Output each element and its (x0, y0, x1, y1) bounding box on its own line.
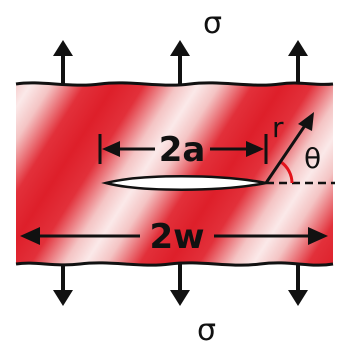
plate (15, 81, 334, 267)
stress-arrow-up-center (170, 40, 190, 84)
stress-arrow-up-left (53, 40, 73, 84)
width-dimension: 2w (20, 217, 328, 257)
stress-arrow-down-right (288, 264, 308, 306)
width-label: 2w (149, 217, 204, 257)
plate-top-edge (15, 81, 334, 87)
bottom-stress-arrows (53, 264, 308, 306)
crack-length-label: 2a (159, 130, 206, 170)
angle-label: θ (304, 142, 321, 175)
stress-arrow-up-right (288, 40, 308, 84)
crack (101, 175, 267, 191)
radius-label: r (272, 111, 284, 144)
stress-label-top: σ (203, 6, 222, 41)
angle-arc (280, 160, 294, 184)
crack-length-dimension: 2a (98, 130, 268, 170)
crack-tip-coordinates: r θ (264, 111, 335, 185)
top-stress-arrows (53, 40, 308, 84)
plate-fill (16, 82, 333, 266)
stress-arrow-down-left (53, 264, 73, 306)
stress-label-bottom: σ (197, 313, 216, 344)
stress-arrow-down-center (170, 264, 190, 306)
radius-vector (264, 123, 308, 184)
